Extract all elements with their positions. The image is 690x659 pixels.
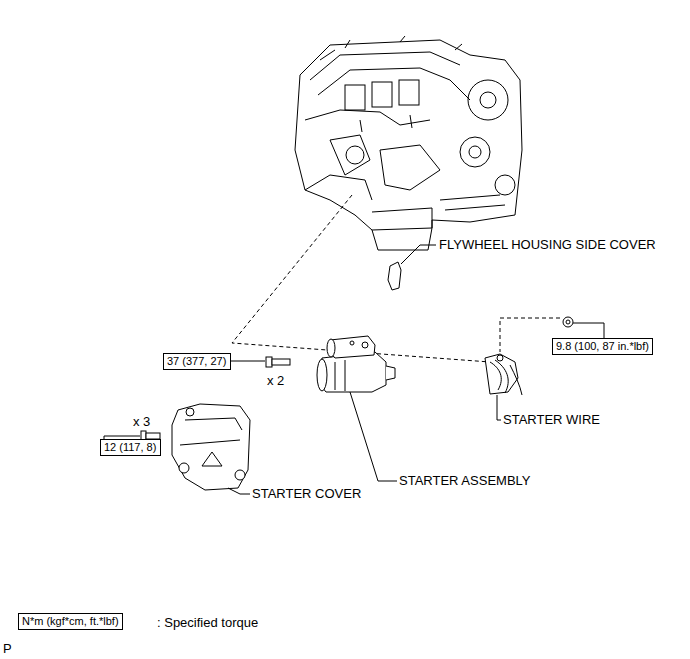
figure-code: P [2,641,13,656]
bolt [266,357,290,367]
leader-line [573,323,604,338]
leader-line [350,392,397,481]
leader-line [229,361,265,362]
engine-illustration [295,36,522,250]
assembly-line [500,318,560,352]
leader-line [401,245,436,264]
assembly-line [232,195,490,362]
leader-line [228,488,250,494]
starter-cover [172,404,250,490]
torque-box: 12 (117, 8) [100,439,161,456]
leader-line [497,395,501,420]
torque-value: 12 (117, 8) [104,441,157,454]
starter-wire [485,354,522,395]
starter-assembly [317,336,395,392]
part-name: STARTER COVER [251,486,362,501]
quantity: x 2 [266,373,285,388]
part-name: FLYWHEEL HOUSING SIDE COVER [438,237,657,252]
torque-box: N*m (kgf*cm, ft.*lbf) [18,613,123,630]
part-name: STARTER ASSEMBLY [398,473,532,488]
torque-value: 9.8 (100, 87 in.*lbf) [556,340,649,353]
torque-box: 9.8 (100, 87 in.*lbf) [552,338,653,355]
torque-box: 37 (377, 27) [163,353,231,370]
nut [563,317,573,327]
quantity: x 3 [132,414,151,429]
torque-value: N*m (kgf*cm, ft.*lbf) [22,615,119,628]
part-name: STARTER WIRE [502,412,601,427]
torque-value: 37 (377, 27) [167,355,227,368]
side-cover-part [388,262,401,290]
legend-text: : Specified torque [156,615,259,630]
